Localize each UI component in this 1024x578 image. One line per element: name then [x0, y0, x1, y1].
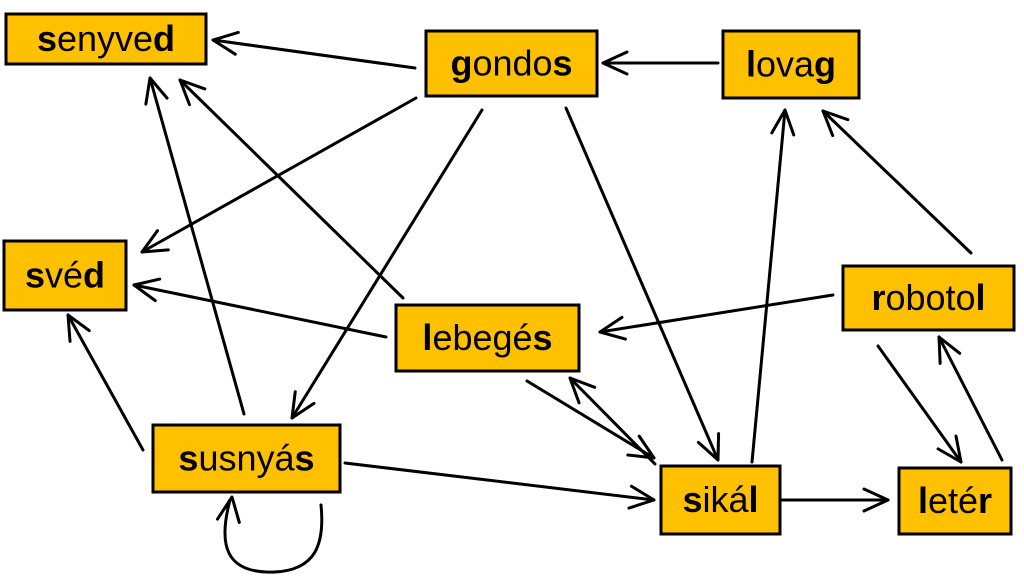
node-label-part: eté: [928, 480, 978, 521]
edge-robotol-to-lovag: [821, 109, 973, 255]
edge-susnyas-to-senyved: [144, 76, 246, 416]
node-label-leter: letér: [918, 480, 992, 521]
node-label-lovag: lovag: [746, 44, 836, 85]
node-susnyas: susnyás: [151, 423, 342, 494]
node-label-part: s: [682, 479, 702, 520]
edge-lovag-to-gondos: [601, 50, 720, 76]
node-lebeges: lebegés: [394, 303, 581, 373]
edge-gondos-to-susnyas: [290, 108, 484, 420]
node-label-gondos: gondos: [450, 43, 572, 84]
node-label-lebeges: lebegés: [422, 317, 552, 358]
node-gondos: gondos: [424, 29, 599, 98]
node-label-sved: svéd: [25, 255, 105, 296]
node-label-part: ondo: [472, 43, 552, 84]
node-label-part: usnyá: [198, 438, 295, 479]
node-robotol: robotol: [841, 264, 1016, 332]
node-label-part: s: [25, 255, 45, 296]
edge-lebeges-to-sikal: [525, 379, 656, 460]
node-label-part: l: [976, 277, 986, 318]
node-label-part: ebegé: [432, 317, 532, 358]
node-label-part: iká: [702, 479, 749, 520]
node-label-part: s: [553, 43, 573, 84]
node-box: [394, 303, 581, 373]
edge-sikal-to-lovag: [750, 108, 796, 464]
edge-lebeges-to-senyved: [178, 78, 405, 300]
edge-lebeges-to-sved: [132, 277, 388, 339]
edges: [66, 30, 1004, 574]
node-label-senyved: senyved: [37, 18, 175, 59]
node-label-part: enyve: [57, 18, 153, 59]
edge-leter-to-robotol: [937, 335, 1004, 462]
node-label-part: vé: [45, 255, 83, 296]
node-box: [424, 29, 599, 98]
node-label-part: l: [918, 480, 928, 521]
node-senyved: senyved: [4, 12, 208, 66]
node-box: [659, 464, 782, 536]
node-leter: letér: [897, 466, 1013, 536]
node-label-part: s: [37, 18, 57, 59]
node-label-part: l: [746, 44, 756, 85]
node-label-part: g: [450, 43, 472, 84]
edge-susnyas-to-sved: [66, 313, 145, 452]
edge-gondos-to-senyved: [211, 30, 417, 70]
node-box: [897, 466, 1013, 536]
edge-susnyas-to-sikal: [343, 461, 656, 510]
edge-gondos-to-sikal: [564, 106, 721, 462]
node-label-part: r: [871, 277, 885, 318]
node-label-part: l: [749, 479, 759, 520]
node-box: [4, 12, 208, 66]
node-box: [841, 264, 1016, 332]
node-label-part: d: [153, 18, 175, 59]
node-box: [721, 29, 861, 100]
node-label-part: d: [83, 255, 105, 296]
node-label-part: s: [295, 438, 315, 479]
node-label-part: l: [422, 317, 432, 358]
node-label-part: s: [178, 438, 198, 479]
node-box: [2, 239, 128, 312]
edge-sikal-to-leter: [780, 487, 890, 513]
node-label-part: g: [814, 44, 836, 85]
node-lovag: lovag: [721, 29, 861, 100]
node-box: [151, 423, 342, 494]
node-label-robotol: robotol: [871, 277, 985, 318]
edge-robotol-to-leter: [876, 344, 963, 464]
node-label-part: r: [978, 480, 992, 521]
edge-robotol-to-lebeges: [598, 293, 835, 341]
node-label-part: oboto: [885, 277, 975, 318]
node-label-part: s: [533, 317, 553, 358]
edge-susnyas-to-susnyas: [216, 495, 324, 574]
node-sikal: sikál: [659, 464, 782, 536]
node-label-part: ova: [756, 44, 815, 85]
node-label-susnyas: susnyás: [178, 438, 314, 479]
node-sved: svéd: [2, 239, 128, 312]
node-label-sikal: sikál: [682, 479, 758, 520]
edge-sikal-to-lebeges: [568, 376, 657, 466]
